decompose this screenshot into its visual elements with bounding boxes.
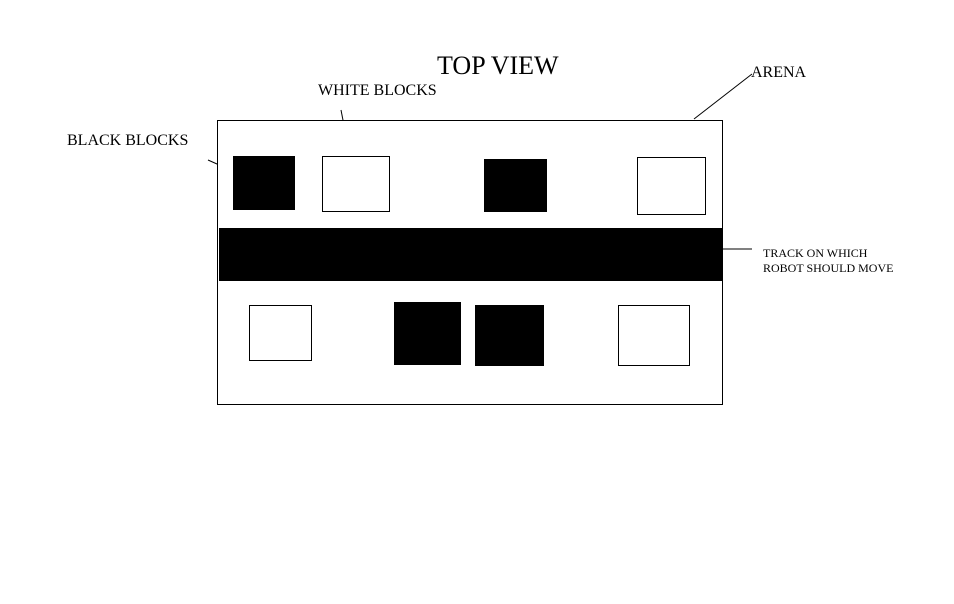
robot-track [219,228,722,281]
white-block [618,305,690,366]
track-label-line2: ROBOT SHOULD MOVE [763,261,893,275]
black-block [233,156,295,210]
track-label-line1: TRACK ON WHICH [763,246,868,260]
black-block [484,159,547,212]
white-blocks-label: WHITE BLOCKS [318,82,437,99]
white-block [249,305,312,361]
black-blocks-label: BLACK BLOCKS [67,132,188,149]
black-block [394,302,461,365]
diagram-title: TOP VIEW [437,51,559,80]
arena-leader-line [693,73,753,120]
black-block [475,305,544,366]
white-block [322,156,390,212]
arena-label: ARENA [751,64,807,81]
white-block [637,157,706,215]
